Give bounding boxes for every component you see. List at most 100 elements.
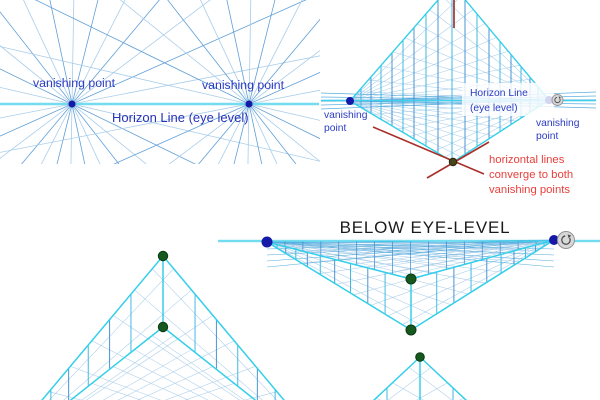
horizon-label-halo xyxy=(462,83,554,116)
grid-line xyxy=(152,268,277,400)
grid-line xyxy=(445,0,550,101)
grid-line xyxy=(119,0,320,163)
grid-line xyxy=(233,0,276,164)
panel-below-eye-level-grid xyxy=(218,235,600,336)
grid-line xyxy=(244,391,277,400)
grid-line xyxy=(408,367,453,400)
grid-line xyxy=(0,0,211,159)
vanishing-point-dot[interactable] xyxy=(245,100,253,108)
grid-line xyxy=(113,366,190,400)
grid-line xyxy=(370,239,555,269)
grid-line xyxy=(353,239,555,265)
grid-line xyxy=(266,241,412,331)
grid-line xyxy=(70,365,161,400)
grid-line xyxy=(49,268,174,400)
grid-line xyxy=(419,356,468,400)
grid-line xyxy=(136,366,213,400)
grid-line xyxy=(198,18,320,164)
panel-corner-grid-eye-level xyxy=(320,0,597,179)
grid-line xyxy=(464,0,550,101)
rotate-arrowhead xyxy=(558,96,561,99)
grid-line xyxy=(23,0,101,164)
grid-line xyxy=(349,0,439,102)
grid-line xyxy=(117,340,235,400)
grid-line xyxy=(349,23,486,102)
grid-line xyxy=(349,100,471,152)
grid-line xyxy=(318,239,555,256)
grid-line xyxy=(426,141,490,179)
grid-line xyxy=(165,365,256,400)
grid-line xyxy=(266,241,503,273)
rotate-icon-circle xyxy=(551,94,564,106)
grid-line xyxy=(247,0,252,164)
grid-line xyxy=(266,241,420,325)
grid-line xyxy=(301,239,555,252)
label-vanishing-point-right: vanishing point xyxy=(202,78,285,92)
grid-line xyxy=(266,241,434,274)
title-below-eye-level: BELOW EYE-LEVEL xyxy=(340,218,511,237)
grid-line xyxy=(49,0,86,164)
grid-line xyxy=(387,239,555,274)
label-horizon-line: Horizon Line (eye level) xyxy=(112,110,249,125)
box-corner-dot xyxy=(157,321,169,333)
grid-line xyxy=(370,239,555,306)
grid-line xyxy=(0,45,147,164)
box-corner-dot xyxy=(405,324,417,336)
grid-line xyxy=(349,51,509,102)
grid-line xyxy=(392,382,424,400)
grid-line xyxy=(152,335,245,400)
grid-line xyxy=(34,0,320,140)
label-vp-left-2: point xyxy=(324,123,346,134)
vanishing-point-dot[interactable] xyxy=(68,100,76,108)
grid-line xyxy=(70,0,75,164)
label-vp-right-1: vanishing xyxy=(536,118,580,129)
grid-line xyxy=(56,0,99,164)
grid-line xyxy=(349,100,454,163)
rotate-icon[interactable] xyxy=(551,94,564,106)
rotate-arrow-glyph xyxy=(554,96,561,104)
rotate-icon[interactable] xyxy=(557,231,575,249)
grid-line xyxy=(134,349,224,400)
grid-line xyxy=(162,326,257,400)
grid-line xyxy=(81,335,174,400)
label-horizon-line-2: (eye level) xyxy=(470,103,518,114)
note-converge-2: converge to both xyxy=(489,169,573,181)
rotate-arrow-glyph xyxy=(561,235,571,245)
box-corner-dot xyxy=(157,250,169,262)
label-vp-right-2: point xyxy=(536,131,558,142)
grid-line xyxy=(217,0,303,164)
note-converge-3: vanishing points xyxy=(489,184,570,196)
vanishing-point-dot[interactable] xyxy=(261,236,273,248)
grid-line xyxy=(41,255,164,400)
grid-line xyxy=(91,383,142,400)
box-corner-dot xyxy=(405,273,417,285)
grid-line xyxy=(69,326,164,400)
grid-line xyxy=(91,340,209,400)
vanishing-point-dot[interactable] xyxy=(346,97,354,105)
grid-line xyxy=(349,78,532,102)
grid-line xyxy=(266,241,452,269)
grid-line xyxy=(372,126,485,175)
grid-line xyxy=(416,382,448,400)
grid-line xyxy=(266,241,486,259)
rotate-icon-circle xyxy=(557,231,575,249)
grid-line xyxy=(349,37,497,102)
ground-corner-dot xyxy=(448,157,458,167)
grid-line xyxy=(387,367,432,400)
grid-line xyxy=(372,356,421,400)
grid-line xyxy=(266,241,452,306)
grid-line xyxy=(410,239,555,331)
panel-small-apex-grid xyxy=(372,352,468,400)
box-corner-dot xyxy=(415,352,425,362)
grid-line xyxy=(113,315,240,400)
grid-line xyxy=(21,0,160,164)
grid-line xyxy=(349,0,458,102)
label-vp-left-1: vanishing xyxy=(324,110,368,121)
vanishing-point-dot[interactable] xyxy=(549,235,559,245)
rotate-arrowhead xyxy=(567,234,572,239)
grid-line xyxy=(266,241,412,280)
label-vanishing-point-left: vanishing point xyxy=(33,76,116,90)
